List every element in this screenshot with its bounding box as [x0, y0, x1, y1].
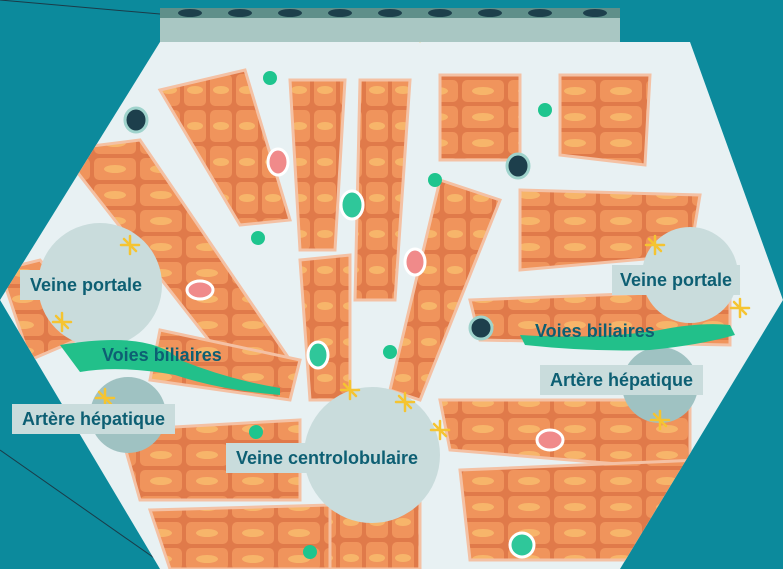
hepatic-artery-left-label: Artère hépatique	[12, 404, 175, 434]
hepatocyte-cord	[300, 255, 350, 400]
pointer-line-top	[0, 0, 160, 14]
hepatocyte-cord	[460, 460, 700, 560]
hepatic-artery-right-label: Artère hépatique	[540, 365, 703, 395]
bile-ducts-left-label: Voies biliaires	[102, 342, 222, 368]
bile-ducts-right-label: Voies biliaires	[535, 318, 655, 344]
hepatocyte-cord	[560, 75, 650, 165]
epithelial-nuclei	[178, 9, 607, 17]
hepatocyte-cord	[150, 505, 330, 569]
central-vein-label: Veine centrolobulaire	[226, 443, 428, 473]
hepatocyte-cord	[440, 75, 520, 160]
portal-vein-left-label: Veine portale	[20, 270, 152, 300]
hepatocyte-cord	[290, 80, 345, 250]
portal-vein-right-label: Veine portale	[612, 265, 740, 295]
capsule-strip	[160, 14, 620, 44]
